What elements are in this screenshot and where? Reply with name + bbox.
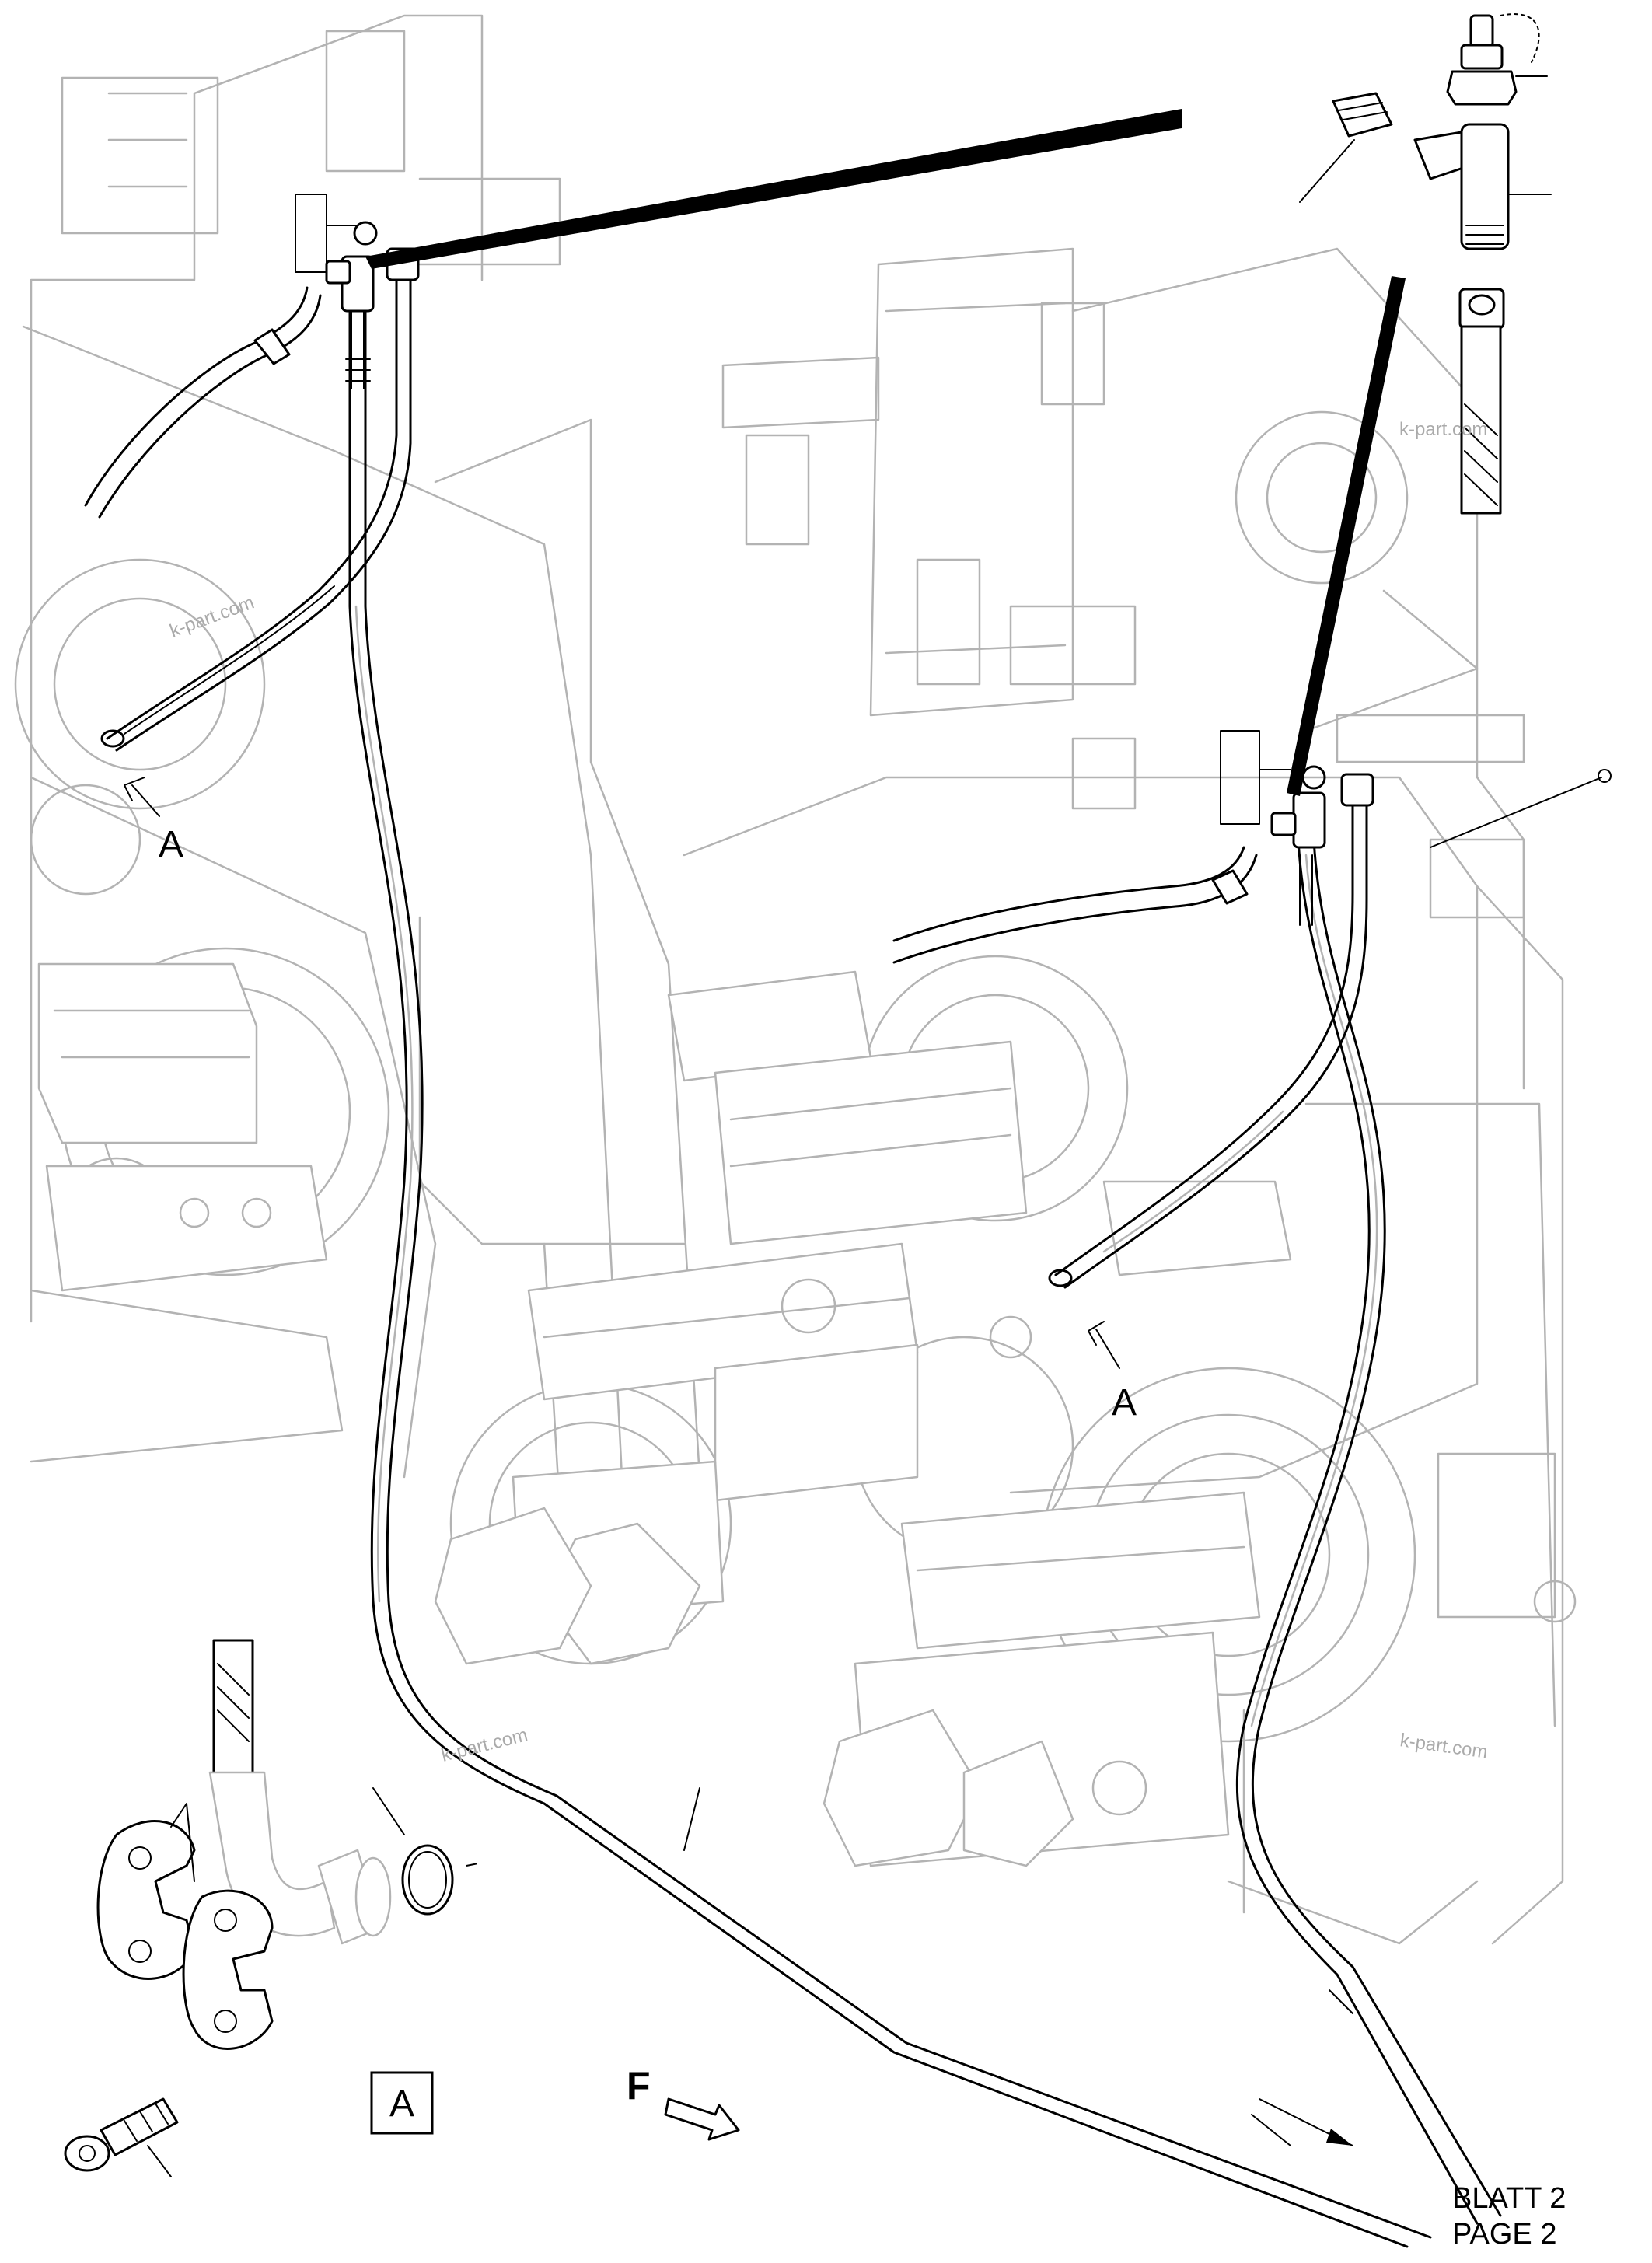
detail-a-flange-kit (64, 1639, 483, 2177)
watermark-2: k-part.com (1399, 419, 1487, 440)
detail-fitting-group (1299, 13, 1552, 515)
hose-right-return (1048, 799, 1368, 1289)
continuation-line-2: PAGE 2 (1452, 2218, 1556, 2251)
tee-fitting-right (1220, 730, 1612, 849)
hose-left-suction (84, 286, 322, 519)
callout-a-left: A (159, 824, 183, 865)
continuation-line-1: BLATT 2 (1452, 2182, 1566, 2215)
hose-left-return (100, 278, 412, 752)
direction-arrow (664, 2097, 740, 2141)
callout-a-box: A (370, 2071, 434, 2135)
background-machinery (14, 14, 1577, 1945)
direction-label-f: F (627, 2064, 651, 2108)
detail-leader-lines (365, 109, 1406, 796)
tee-fitting-left (295, 194, 420, 313)
hose-main-right (1235, 838, 1502, 2225)
callout-a-box-label: A (389, 2083, 414, 2125)
hose-main-left (345, 309, 1432, 2248)
callout-leaders (124, 777, 1353, 2146)
watermark-4: k-part.com (1399, 1730, 1489, 1763)
flow-arrow (1259, 2098, 1353, 2146)
callout-a-right: A (1112, 1382, 1137, 1423)
hose-right-suction (892, 846, 1258, 964)
